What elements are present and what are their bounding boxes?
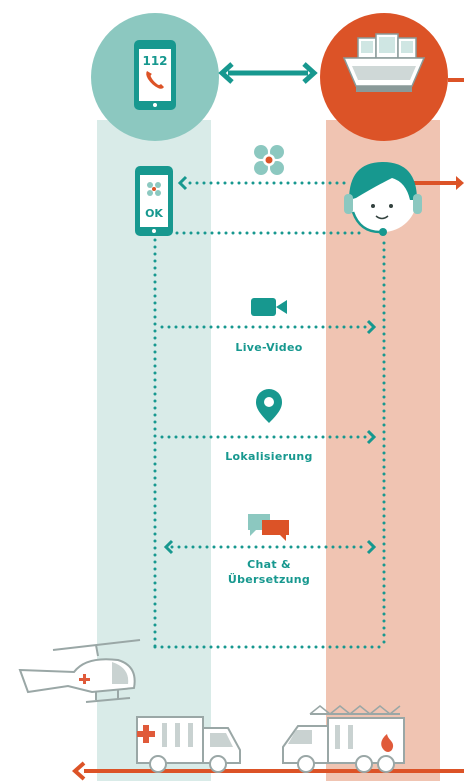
- phone-ok-icon: OK: [135, 166, 173, 236]
- helicopter-cross-icon: [79, 674, 90, 684]
- fire-truck-icon: [282, 705, 405, 773]
- video-camera-icon: [251, 298, 287, 316]
- ambulance-icon: [136, 716, 241, 773]
- chat-bubbles-icon: [248, 514, 289, 541]
- rescue-helicopter-icon: [18, 639, 141, 703]
- dispatch-arrow: [71, 761, 464, 781]
- bidirectional-arrow-icon: [218, 62, 318, 84]
- step-label-chat-translation: Chat & Übersetzung: [227, 558, 311, 586]
- step-label-localization: Lokalisierung: [225, 450, 313, 463]
- phone-number-text: 112: [142, 54, 167, 68]
- phone-status-text: OK: [145, 207, 163, 220]
- app-logo-icon: [254, 145, 284, 175]
- step-label-live-video: Live-Video: [235, 341, 303, 354]
- flow-arrowheads: [163, 175, 377, 555]
- dotted-flow-lines: [153, 181, 386, 649]
- location-pin-icon: [256, 389, 282, 423]
- headset-operator-icon: [344, 162, 464, 236]
- control-desk-icon: [342, 33, 464, 92]
- smartphone-call-icon: 112: [134, 40, 176, 110]
